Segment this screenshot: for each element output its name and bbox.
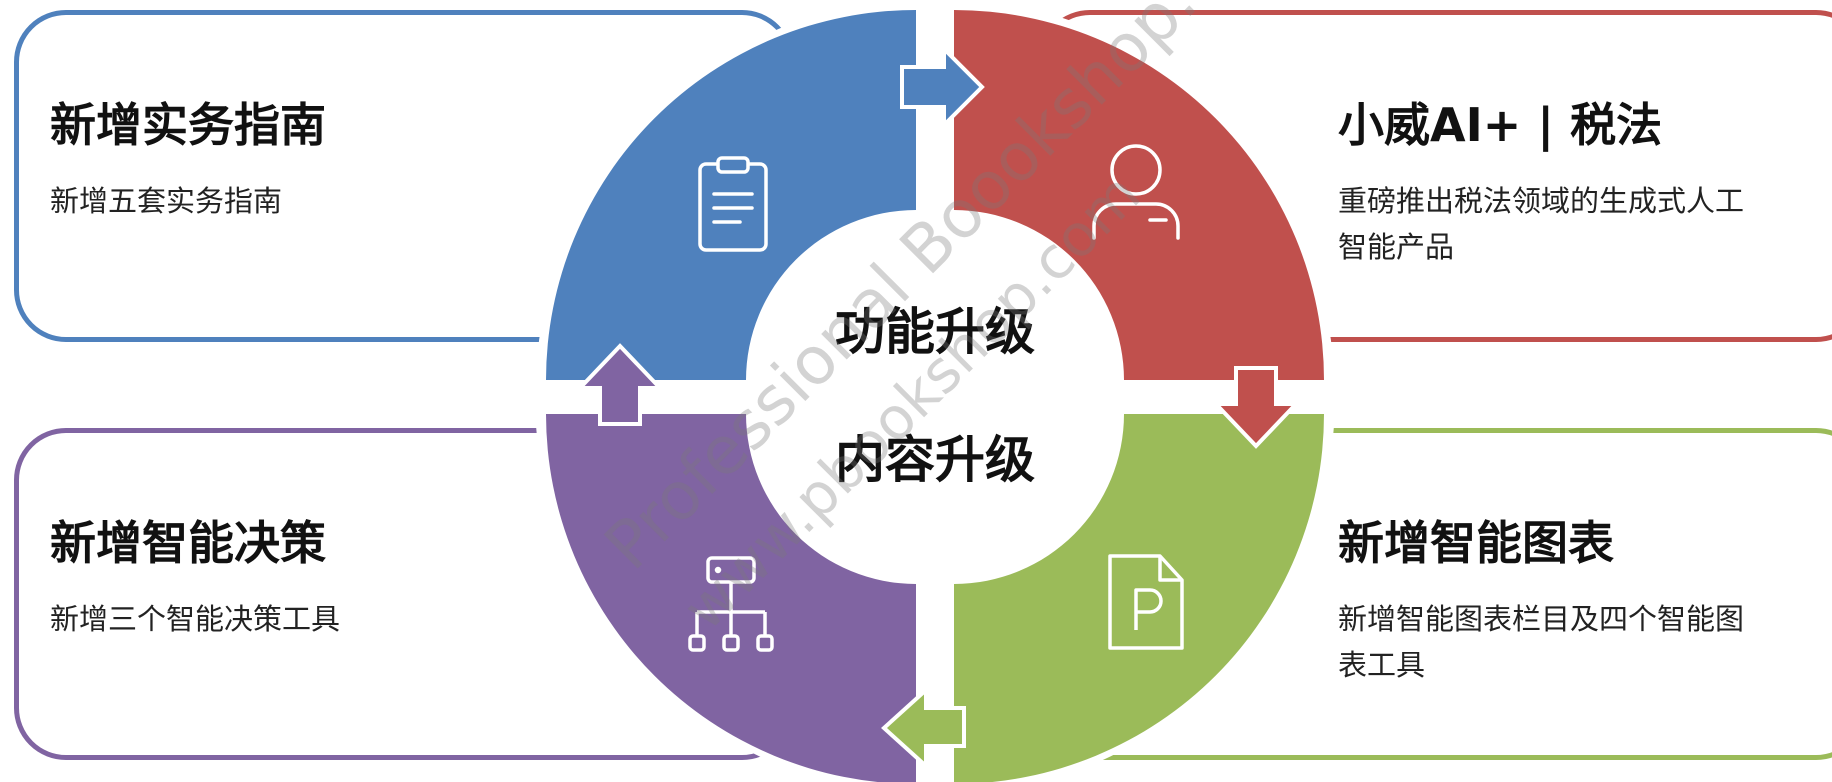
clipboard-icon <box>698 156 768 252</box>
arrow-down-red <box>1211 366 1301 449</box>
top-left-desc: 新增五套实务指南 <box>50 184 283 218</box>
p-file-icon <box>1108 554 1184 650</box>
bottom-right-title: 新增智能图表 <box>1338 516 1614 570</box>
top-right-title: 小威AI+ | 税法 <box>1338 98 1663 152</box>
bottom-right-desc-line1: 新增智能图表栏目及四个智能图 <box>1338 602 1745 636</box>
center-label-top: 功能升级 <box>835 303 1035 361</box>
bottom-left-desc: 新增三个智能决策工具 <box>50 602 341 636</box>
segment-bottom-right <box>954 414 1324 782</box>
arrow-up-purple <box>575 343 665 426</box>
bottom-right-desc-line2: 表工具 <box>1338 648 1426 682</box>
org-chart-icon <box>688 556 774 652</box>
arrow-left-green <box>881 685 966 771</box>
bottom-left-title: 新增智能决策 <box>50 516 326 570</box>
top-left-title: 新增实务指南 <box>50 98 326 152</box>
arrow-right-blue <box>900 44 985 130</box>
top-right-desc-line2: 智能产品 <box>1338 230 1455 264</box>
user-icon <box>1092 144 1180 240</box>
top-right-desc-line1: 重磅推出税法领域的生成式人工 <box>1338 184 1745 218</box>
center-label-bottom: 内容升级 <box>835 431 1035 489</box>
